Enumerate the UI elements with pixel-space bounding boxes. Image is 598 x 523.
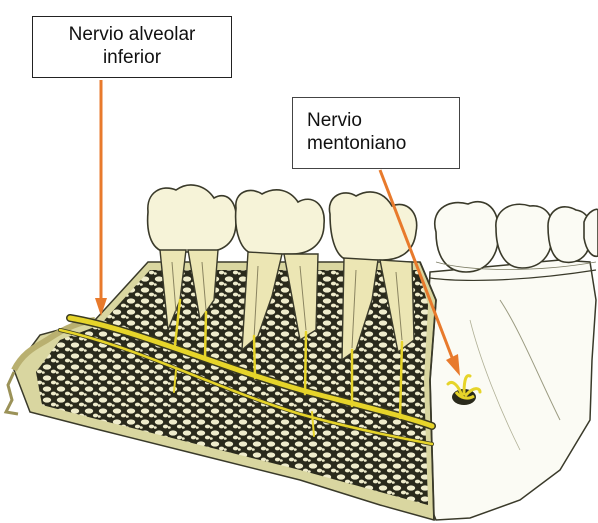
label-inferior-alveolar-line1: Nervio alveolar (33, 23, 231, 46)
label-mental-line2: mentoniano (307, 132, 459, 155)
mandible-outer-surface (420, 260, 596, 520)
label-inferior-alveolar-line2: inferior (33, 46, 231, 69)
label-mental-line1: Nervio (307, 109, 459, 132)
label-inferior-alveolar-nerve: Nervio alveolar inferior (32, 16, 232, 78)
label-mental-nerve: Nervio mentoniano (292, 97, 460, 169)
outer-teeth (435, 202, 598, 272)
molar-crowns (148, 185, 417, 260)
